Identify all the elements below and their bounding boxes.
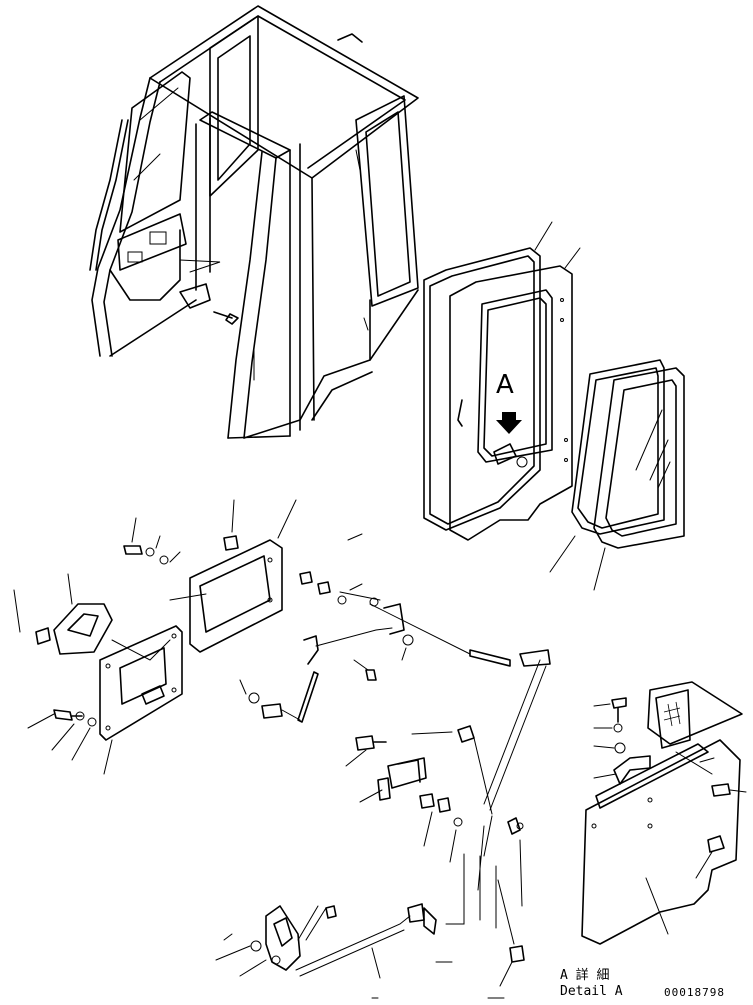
leader-line [111,639,171,661]
lever-assembly [239,671,319,723]
door-assembly [423,247,573,541]
leader-line [67,573,73,605]
fasteners-middle [345,725,524,863]
detail-a-assembly [581,681,747,945]
cab-frame [89,5,419,439]
leader-line [347,533,363,541]
rods-lower [445,815,525,987]
mounting-plate [169,499,297,653]
control-panel-plate [35,603,183,741]
detail-label-en: Detail A [560,984,623,999]
lower-lever-assembly [215,903,505,999]
leader-line [534,221,553,251]
detail-label-jp: A 詳 細 [560,968,610,983]
side-window-assembly [571,359,685,549]
cab-bracket [179,283,239,325]
leader-line [103,739,113,775]
drawing-code: 00018798 [664,986,725,999]
linkage-assembly [299,571,551,811]
leader-line [564,247,581,269]
leader-line [13,589,21,633]
leader-line [549,535,576,573]
callout-letter-a: A [496,370,514,400]
leader-line [593,547,606,591]
fasteners-left [27,517,181,761]
